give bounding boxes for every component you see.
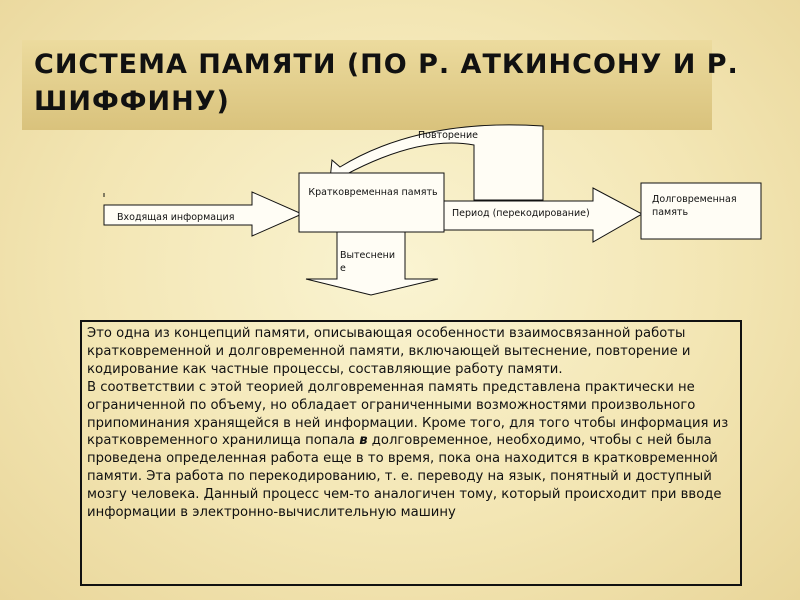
long-term-memory-label: Долговременная память (652, 194, 737, 218)
recoding-label: Период (перекодирование) (452, 208, 590, 219)
input-label: Входящая информация (117, 212, 235, 223)
title-background (22, 40, 712, 130)
recoding-arrow (443, 187, 644, 243)
paragraph-2-end: долговременное, необходимо, чтобы с ней … (87, 433, 722, 521)
description-textbox: Это одна из концепций памяти, описывающа… (80, 320, 742, 586)
short-term-memory-box (298, 172, 445, 233)
slide-title: СИСТЕМА ПАМЯТИ (ПО Р. АТКИНСОНУ И Р. ШИФ… (34, 49, 739, 117)
paragraph-2-emphasis: в (359, 433, 368, 449)
description-paragraph-1: Это одна из концепций памяти, описывающа… (87, 326, 691, 377)
long-term-memory-box (640, 182, 762, 240)
description-paragraph-2: В соответствии с этой теорией долговреме… (87, 379, 735, 522)
displacement-arrow (305, 231, 439, 296)
input-arrow (103, 191, 304, 237)
displacement-label: Вытеснени е (340, 249, 395, 275)
short-term-memory-label: Кратковременная память (308, 187, 438, 198)
displacement-label-part2: е (340, 263, 346, 274)
paragraph-2-start: В соответствии с этой теорией долговреме… (87, 379, 729, 449)
repetition-label: Повторение (418, 130, 479, 141)
displacement-label-part1: Вытеснени (340, 250, 396, 261)
